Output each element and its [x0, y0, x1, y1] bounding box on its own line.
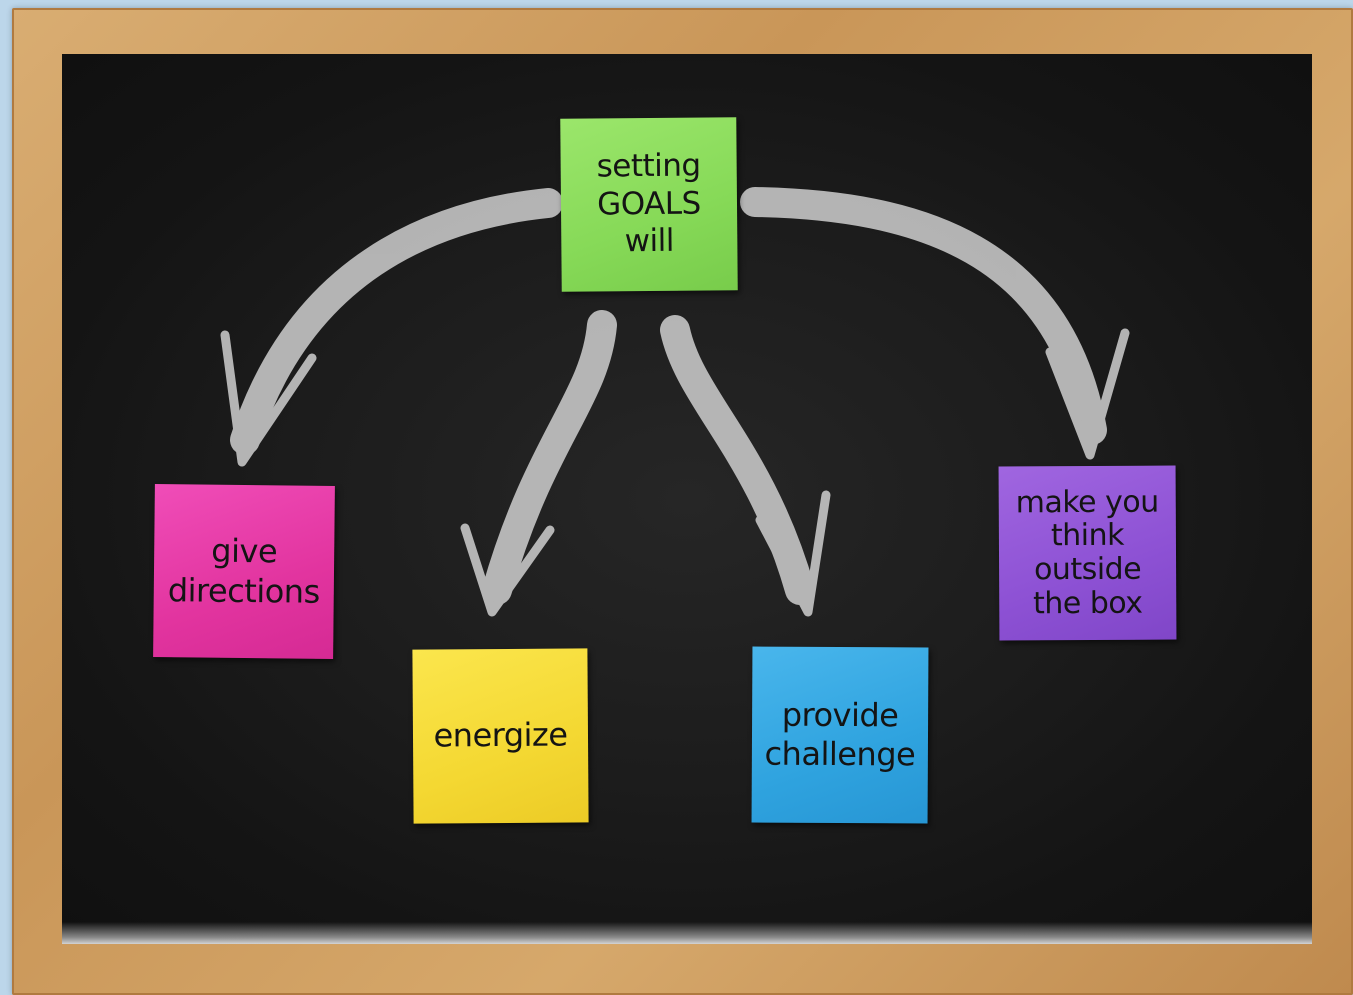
note-line: give — [211, 532, 278, 571]
note-line: outside — [1033, 551, 1142, 588]
note-make-you-think: make you think outside the box — [998, 465, 1177, 641]
arrow-to-give-directions — [230, 188, 563, 455]
note-give-directions: give directions — [153, 484, 335, 659]
note-line: provide — [781, 695, 899, 735]
note-line: challenge — [764, 734, 916, 774]
arrow-to-make-you-think — [740, 187, 1107, 445]
arrowhead-provide-challenge — [755, 490, 831, 617]
note-line: think — [1050, 518, 1125, 554]
arrowhead-give-directions — [220, 330, 317, 467]
arrowhead-energize — [460, 523, 555, 617]
chalk-dust-tray — [62, 922, 1312, 944]
note-line: the box — [1032, 585, 1143, 621]
note-line: setting — [596, 147, 701, 185]
note-line: make you — [1015, 484, 1159, 521]
note-line: directions — [167, 570, 320, 611]
note-energize: energize — [412, 648, 589, 824]
note-provide-challenge: provide challenge — [751, 646, 929, 824]
note-line: will — [624, 223, 675, 260]
arrowhead-make-you-think — [1045, 328, 1130, 460]
note-setting-goals: setting GOALS will — [560, 117, 738, 292]
arrow-to-provide-challenge — [660, 315, 815, 605]
arrow-to-energize — [482, 310, 617, 605]
note-line: GOALS — [597, 185, 701, 223]
note-line: energize — [433, 716, 568, 755]
